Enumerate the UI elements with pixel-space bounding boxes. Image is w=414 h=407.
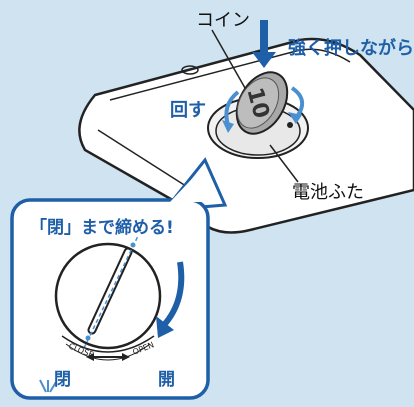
turn-instruction: 回す <box>170 100 206 121</box>
battery-cover-label: 電池ふた <box>292 182 364 203</box>
coin-leader-line <box>211 29 246 89</box>
coin: 10 <box>235 71 289 135</box>
coin-label: コイン <box>196 10 250 31</box>
rotate-arrow-icon <box>161 261 185 327</box>
open-label: 開 <box>158 370 175 390</box>
cover-leader-line <box>269 144 299 183</box>
sparkle-icon <box>39 379 57 393</box>
push-arrow-icon <box>252 20 276 68</box>
device-hole <box>181 65 199 75</box>
cover-dial: CLOSE OPEN <box>54 235 162 361</box>
push-instruction: 強く押しながら <box>288 38 414 59</box>
inset-title: 「閉」まで締める! <box>30 218 174 238</box>
closed-label: 閉 <box>54 370 71 390</box>
turn-arrow-left-icon <box>224 90 240 126</box>
